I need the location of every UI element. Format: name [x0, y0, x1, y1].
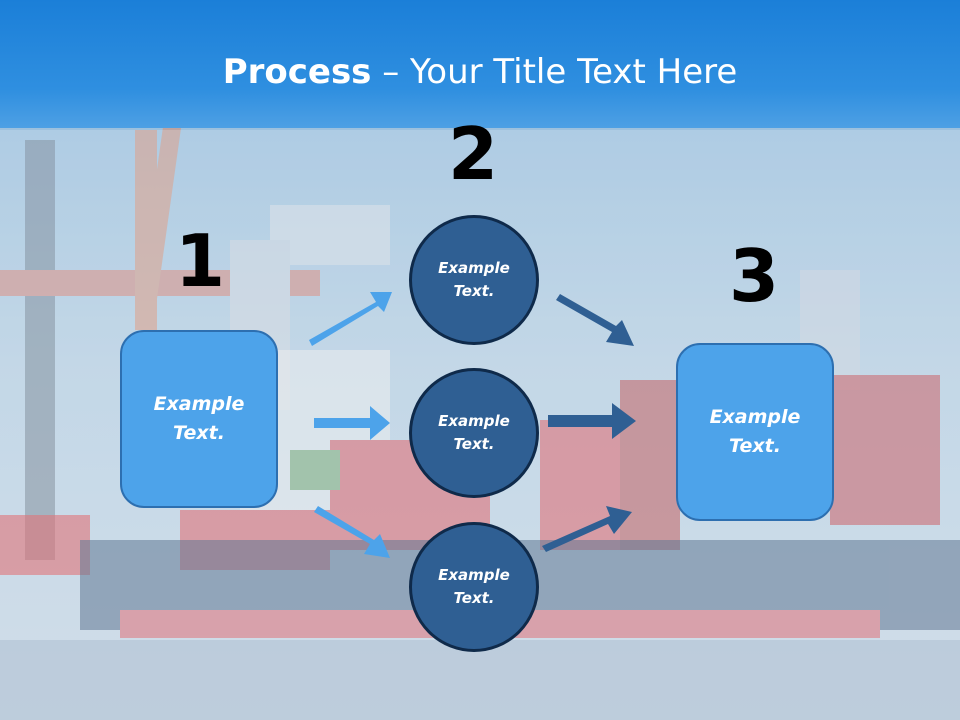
circle-bottom-line1: Example — [438, 566, 510, 584]
arrow-left-to-middle — [314, 406, 390, 440]
circle-middle-line2: Text. — [453, 435, 495, 453]
step-number-3: 3 — [728, 234, 780, 318]
title-rest: – Your Title Text Here — [371, 52, 738, 92]
left-box-line2: Text. — [173, 422, 225, 444]
title-bar — [0, 0, 960, 128]
arrow-middle-to-right — [548, 403, 636, 439]
arrow-left-to-top — [309, 292, 392, 346]
right-box-line1: Example — [709, 406, 801, 428]
arrow-left-to-bottom — [314, 506, 390, 558]
circle-top-line2: Text. — [453, 282, 495, 300]
title-bold: Process — [222, 52, 372, 92]
arrow-bottom-to-right — [542, 506, 632, 552]
circle-middle-line1: Example — [438, 412, 510, 430]
step-number-2: 2 — [447, 112, 499, 196]
right-box-line2: Text. — [729, 435, 781, 457]
circle-top-line1: Example — [438, 259, 510, 277]
left-box-line1: Example — [153, 393, 245, 415]
arrow-top-to-right — [556, 294, 634, 346]
circle-bottom-line2: Text. — [453, 589, 495, 607]
slide-title: Process – Your Title Text Here — [0, 52, 960, 92]
step-number-1: 1 — [174, 219, 226, 303]
